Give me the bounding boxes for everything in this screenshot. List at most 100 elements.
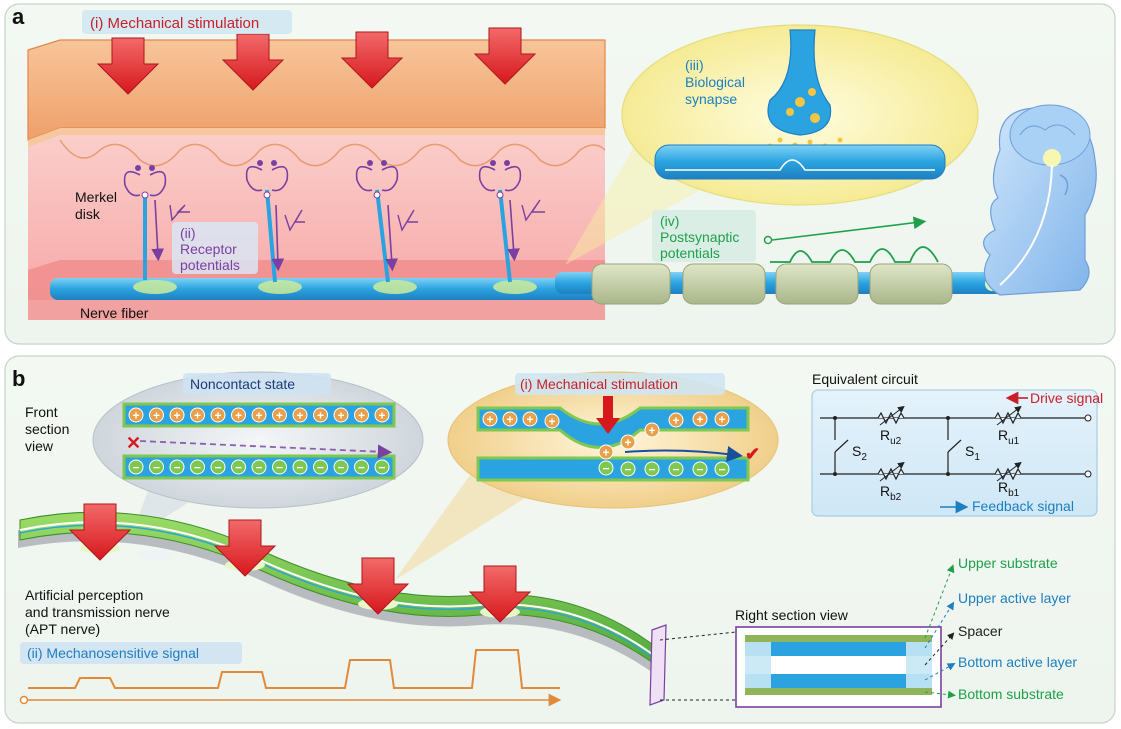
negative-charge: − bbox=[374, 459, 390, 475]
svg-text:+: + bbox=[602, 446, 609, 460]
negative-charge: − bbox=[598, 460, 614, 476]
svg-text:−: − bbox=[602, 462, 609, 476]
synapse-label-line1: (iii) bbox=[685, 57, 704, 73]
negative-charge: − bbox=[333, 459, 349, 475]
myelinated-axon bbox=[555, 263, 1005, 305]
svg-text:+: + bbox=[648, 424, 655, 438]
negative-charge: − bbox=[169, 459, 185, 475]
synapse-drawing bbox=[654, 29, 946, 180]
mechanosensitive-waveform bbox=[19, 649, 562, 707]
positive-charge: + bbox=[333, 407, 349, 423]
apt-label-line1: Artificial perception bbox=[25, 587, 143, 603]
upper-active-layer-label: Upper active layer bbox=[958, 590, 1071, 606]
negative-charge: − bbox=[128, 459, 144, 475]
positive-charge: + bbox=[714, 411, 730, 427]
positive-charge: + bbox=[620, 434, 636, 450]
svg-text:+: + bbox=[378, 409, 385, 423]
svg-text:+: + bbox=[506, 413, 513, 427]
svg-text:+: + bbox=[214, 409, 221, 423]
svg-text:−: − bbox=[173, 461, 180, 475]
receptor-potentials-label-line2: Receptor bbox=[180, 241, 237, 257]
negative-charge: − bbox=[149, 459, 164, 475]
mechanical-stimulation-label-b: (i) Mechanical stimulation bbox=[520, 376, 678, 392]
apt-label-line3: (APT nerve) bbox=[25, 621, 100, 637]
positive-charge: + bbox=[544, 413, 560, 429]
positive-charge: + bbox=[692, 411, 708, 427]
apt-label-line2: and transmission nerve bbox=[25, 604, 170, 620]
positive-charge: + bbox=[251, 407, 267, 423]
positive-charge: + bbox=[668, 412, 684, 428]
resistor-ru2-label: Ru2 bbox=[880, 427, 902, 447]
positive-charge: + bbox=[522, 411, 538, 427]
merkel-disk-4 bbox=[478, 160, 545, 283]
svg-text:+: + bbox=[173, 409, 180, 423]
svg-text:−: − bbox=[337, 461, 344, 475]
noncontact-plus-charges: +++++++++++++ bbox=[128, 407, 390, 423]
svg-text:+: + bbox=[672, 414, 679, 428]
positive-charge: + bbox=[598, 444, 614, 460]
switch-s1-label: S1 bbox=[965, 443, 980, 463]
front-section-label-line1: Front bbox=[25, 404, 58, 420]
front-section-label-line2: section bbox=[25, 421, 69, 437]
resistor-ru1-label: Ru1 bbox=[998, 427, 1020, 447]
equivalent-circuit-title: Equivalent circuit bbox=[812, 371, 918, 387]
section-view-leaders bbox=[924, 564, 956, 699]
svg-text:+: + bbox=[358, 409, 365, 423]
svg-text:+: + bbox=[486, 413, 493, 427]
switch-s2-label: S2 bbox=[852, 443, 867, 463]
svg-text:−: − bbox=[153, 461, 160, 475]
svg-text:−: − bbox=[255, 461, 262, 475]
negative-charge: − bbox=[313, 459, 328, 475]
negative-charge: − bbox=[644, 461, 660, 477]
front-section-label-line3: view bbox=[25, 438, 54, 454]
postsynaptic-label-line1: (iv) bbox=[660, 213, 679, 229]
right-section-view-label: Right section view bbox=[735, 607, 849, 623]
svg-text:+: + bbox=[194, 409, 201, 423]
noncontact-minus-charges: −−−−−−−−−−−−− bbox=[128, 459, 390, 475]
positive-charge: + bbox=[149, 407, 164, 423]
postsynaptic-label-line3: potentials bbox=[660, 245, 720, 261]
svg-text:−: − bbox=[696, 463, 703, 477]
svg-text:−: − bbox=[194, 461, 201, 475]
svg-text:−: − bbox=[718, 463, 725, 477]
synapse-label-line3: synapse bbox=[685, 91, 737, 107]
svg-text:−: − bbox=[214, 461, 221, 475]
svg-text:+: + bbox=[153, 409, 160, 423]
negative-charge: − bbox=[210, 459, 226, 475]
panel-a-letter: a bbox=[12, 4, 25, 29]
svg-text:+: + bbox=[276, 409, 283, 423]
positive-charge: + bbox=[190, 407, 205, 423]
human-head bbox=[983, 104, 1097, 296]
panel-a: a bbox=[4, 3, 1116, 345]
positive-charge: + bbox=[292, 407, 308, 423]
postsynaptic-label-line2: Postsynaptic bbox=[660, 229, 739, 245]
positive-charge: + bbox=[231, 407, 246, 423]
merkel-disk-3 bbox=[355, 160, 418, 283]
negative-charge: − bbox=[251, 459, 267, 475]
svg-text:−: − bbox=[624, 463, 631, 477]
negative-charge: − bbox=[354, 459, 369, 475]
negative-charge: − bbox=[292, 459, 308, 475]
svg-text:−: − bbox=[132, 461, 139, 475]
svg-text:+: + bbox=[235, 409, 242, 423]
receptor-potentials-label-line1: (ii) bbox=[180, 225, 196, 241]
feedback-signal-label: Feedback signal bbox=[972, 498, 1074, 514]
mechanosensitive-signal-label: (ii) Mechanosensitive signal bbox=[27, 645, 199, 661]
section-view-box bbox=[735, 626, 942, 708]
merkel-disk-1 bbox=[123, 165, 190, 280]
bottom-substrate-label: Bottom substrate bbox=[958, 686, 1064, 702]
positive-charge: + bbox=[210, 407, 226, 423]
spacer-label: Spacer bbox=[958, 623, 1003, 639]
svg-text:+: + bbox=[624, 436, 631, 450]
svg-text:+: + bbox=[337, 409, 344, 423]
svg-text:−: − bbox=[672, 463, 679, 477]
negative-charge: − bbox=[190, 459, 205, 475]
nerve-fiber-tissue bbox=[50, 278, 610, 300]
negative-charge: − bbox=[272, 459, 287, 475]
positive-charge: + bbox=[482, 411, 498, 427]
merkel-disk-label-line1: Merkel bbox=[75, 189, 117, 205]
receptor-potentials-label-line3: potentials bbox=[180, 257, 240, 273]
positive-charge: + bbox=[644, 422, 660, 438]
negative-charge: − bbox=[231, 459, 246, 475]
negative-charge: − bbox=[714, 461, 730, 477]
